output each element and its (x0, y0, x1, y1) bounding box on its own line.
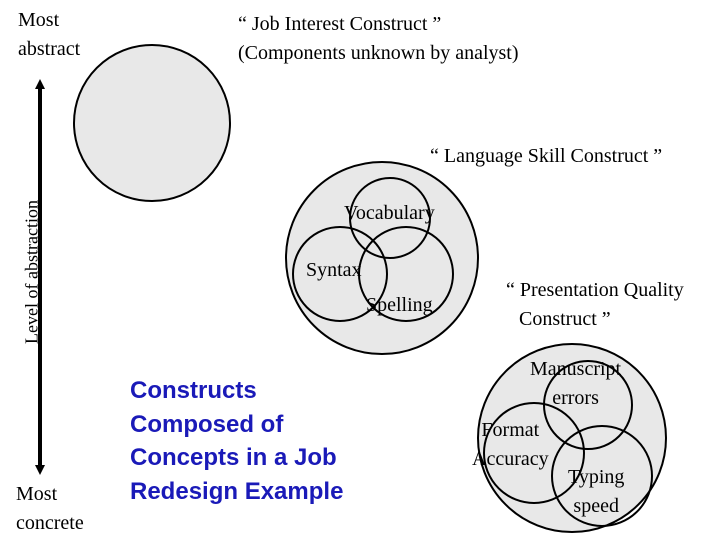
job-interest-construct-circle (73, 44, 231, 202)
job-interest-construct-label: “ Job Interest Construct ” (Components u… (238, 13, 519, 64)
syntax-concept-label: Syntax (306, 259, 362, 281)
language-skill-construct-label: “ Language Skill Construct ” (430, 145, 663, 167)
typing-speed-concept-label: Typing speed (568, 466, 625, 517)
spelling-concept-label: Spelling (366, 294, 433, 316)
format-accuracy-concept-circle (483, 402, 585, 504)
manuscript-errors-concept-circle (543, 360, 633, 450)
spelling-concept-circle (358, 226, 454, 322)
vocabulary-concept-label: Vocabulary (344, 202, 435, 224)
presentation-quality-construct-label: “ Presentation Quality Construct ” (506, 279, 684, 330)
slide-heading: Constructs Composed of Concepts in a Job… (130, 377, 344, 505)
presentation-quality-construct-circle (477, 343, 667, 533)
manuscript-errors-concept-label: Manuscript errors (530, 358, 622, 409)
typing-speed-concept-circle (551, 425, 653, 527)
format-accuracy-concept-label: Format Accuracy (472, 419, 549, 470)
most-abstract-label: Most abstract (18, 9, 81, 60)
most-concrete-label: Most concrete (16, 483, 84, 534)
level-of-abstraction-axis-title: Level of abstraction (21, 200, 42, 344)
syntax-concept-circle (292, 226, 388, 322)
vocabulary-concept-circle (349, 177, 431, 259)
